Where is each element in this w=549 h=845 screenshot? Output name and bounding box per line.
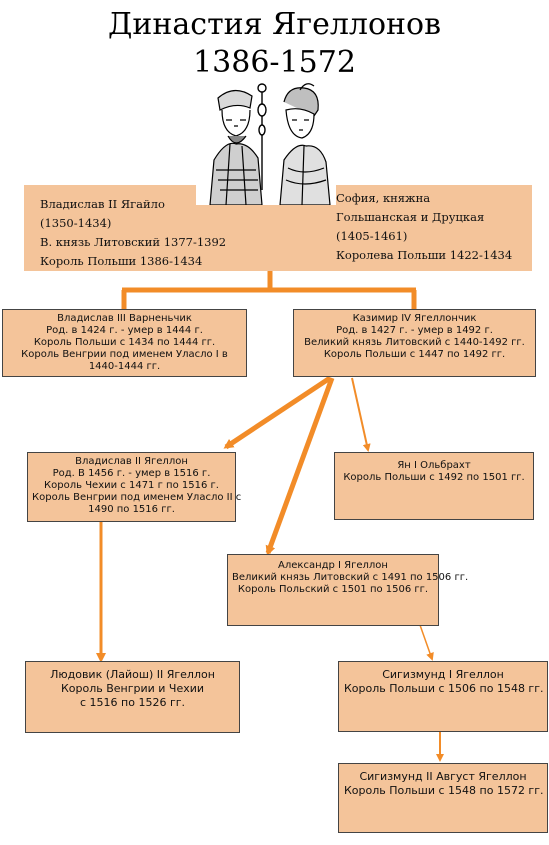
- person-zygmunt-ii-august: Сигизмунд II Август Ягеллон Король Польш…: [338, 763, 548, 833]
- person-jan-i-olbracht: Ян I Ольбрахт Король Польши с 1492 по 15…: [334, 452, 534, 520]
- parents-block: Владислав II Ягайло (1350-1434) В. князь…: [24, 185, 532, 271]
- arrow-to-jan1: [351, 377, 371, 452]
- father-info: Владислав II Ягайло (1350-1434) В. князь…: [40, 197, 227, 268]
- person-wladyslaw-ii-jagiellon: Владислав II Ягеллон Род. В 1456 г. - ум…: [27, 452, 241, 522]
- arrow-to-zygmunt1: [419, 624, 434, 661]
- person-ludwik-ii: Людовик (Лайош) II Ягеллон Король Венгри…: [25, 661, 240, 733]
- parents-connector: [121, 270, 417, 309]
- person-wladyslaw-iii: Владислав III Варненьчик Род. в 1424 г. …: [2, 309, 247, 377]
- diagram-years: 1386-1572: [193, 45, 356, 80]
- person-aleksander-i: Александр I Ягеллон Великий князь Литовс…: [227, 554, 468, 626]
- arrow-to-wladyslaw2: [223, 375, 332, 450]
- arrow-to-aleksander: [265, 377, 335, 556]
- diagram-title: Династия Ягеллонов: [108, 7, 441, 42]
- person-zygmunt-i: Сигизмунд I Ягеллон Король Польши с 1506…: [338, 661, 548, 732]
- mother-info: София, княжна Гольшанская и Друцкая (140…: [336, 191, 513, 262]
- royal-couple-portrait-icon: [196, 80, 336, 205]
- person-kazimierz-iv: Казимир IV Ягеллончик Род. в 1427 г. - у…: [293, 309, 536, 377]
